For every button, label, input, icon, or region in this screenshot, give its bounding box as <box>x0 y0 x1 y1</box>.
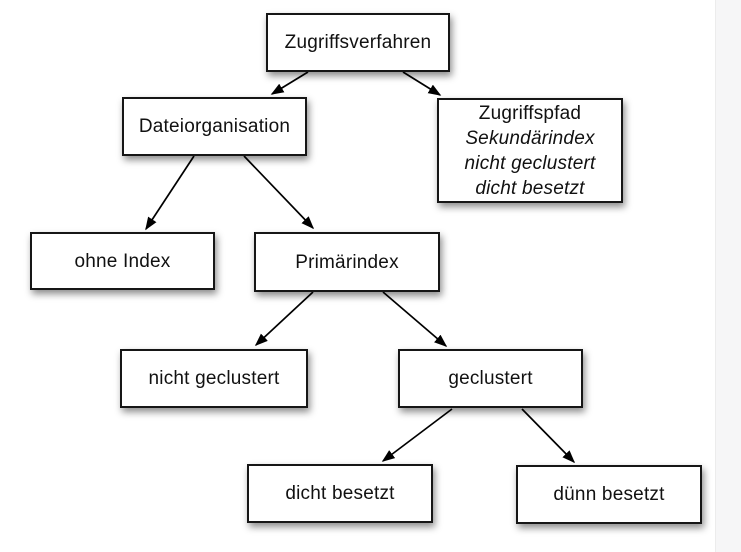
arrow-primaerindex-to-nicht-geclustert <box>254 291 314 347</box>
node-label: Zugriffsverfahren <box>284 32 432 53</box>
node-zugriffsverfahren: Zugriffsverfahren <box>266 13 450 72</box>
node-label: geclustert <box>448 368 533 389</box>
arrow-geclustert-to-dicht-besetzt <box>381 408 453 462</box>
node-label: Zugriffspfad <box>478 102 582 124</box>
node-label: dicht besetzt <box>285 483 395 504</box>
page-margin-strip <box>715 0 741 552</box>
arrow-dateiorganisation-to-primaerindex <box>243 155 315 230</box>
node-ohne-index: ohne Index <box>30 232 215 290</box>
node-geclustert: geclustert <box>398 349 583 408</box>
node-dicht-besetzt: dicht besetzt <box>247 464 433 523</box>
arrow-zugriffsverfahren-to-zugriffspfad <box>402 71 442 96</box>
node-label: ohne Index <box>74 250 171 272</box>
node-label: Primärindex <box>295 251 399 273</box>
node-label: nicht geclustert <box>148 368 280 389</box>
arrow-zugriffsverfahren-to-dateiorganisation <box>270 71 309 95</box>
node-label: Sekundärindex <box>465 127 595 149</box>
node-label: Dateiorganisation <box>138 116 291 137</box>
node-label: dünn besetzt <box>553 484 665 505</box>
node-dateiorganisation: Dateiorganisation <box>122 97 307 156</box>
arrow-dateiorganisation-to-ohne-index <box>145 155 195 231</box>
node-label: dicht besetzt <box>475 177 585 199</box>
node-primaerindex: Primärindex <box>254 232 440 292</box>
arrow-geclustert-to-duenn-besetzt <box>521 408 576 464</box>
node-label: nicht geclustert <box>464 152 596 174</box>
node-duenn-besetzt: dünn besetzt <box>516 465 702 524</box>
arrow-primaerindex-to-geclustert <box>382 291 448 347</box>
node-nicht-geclustert: nicht geclustert <box>120 349 308 408</box>
